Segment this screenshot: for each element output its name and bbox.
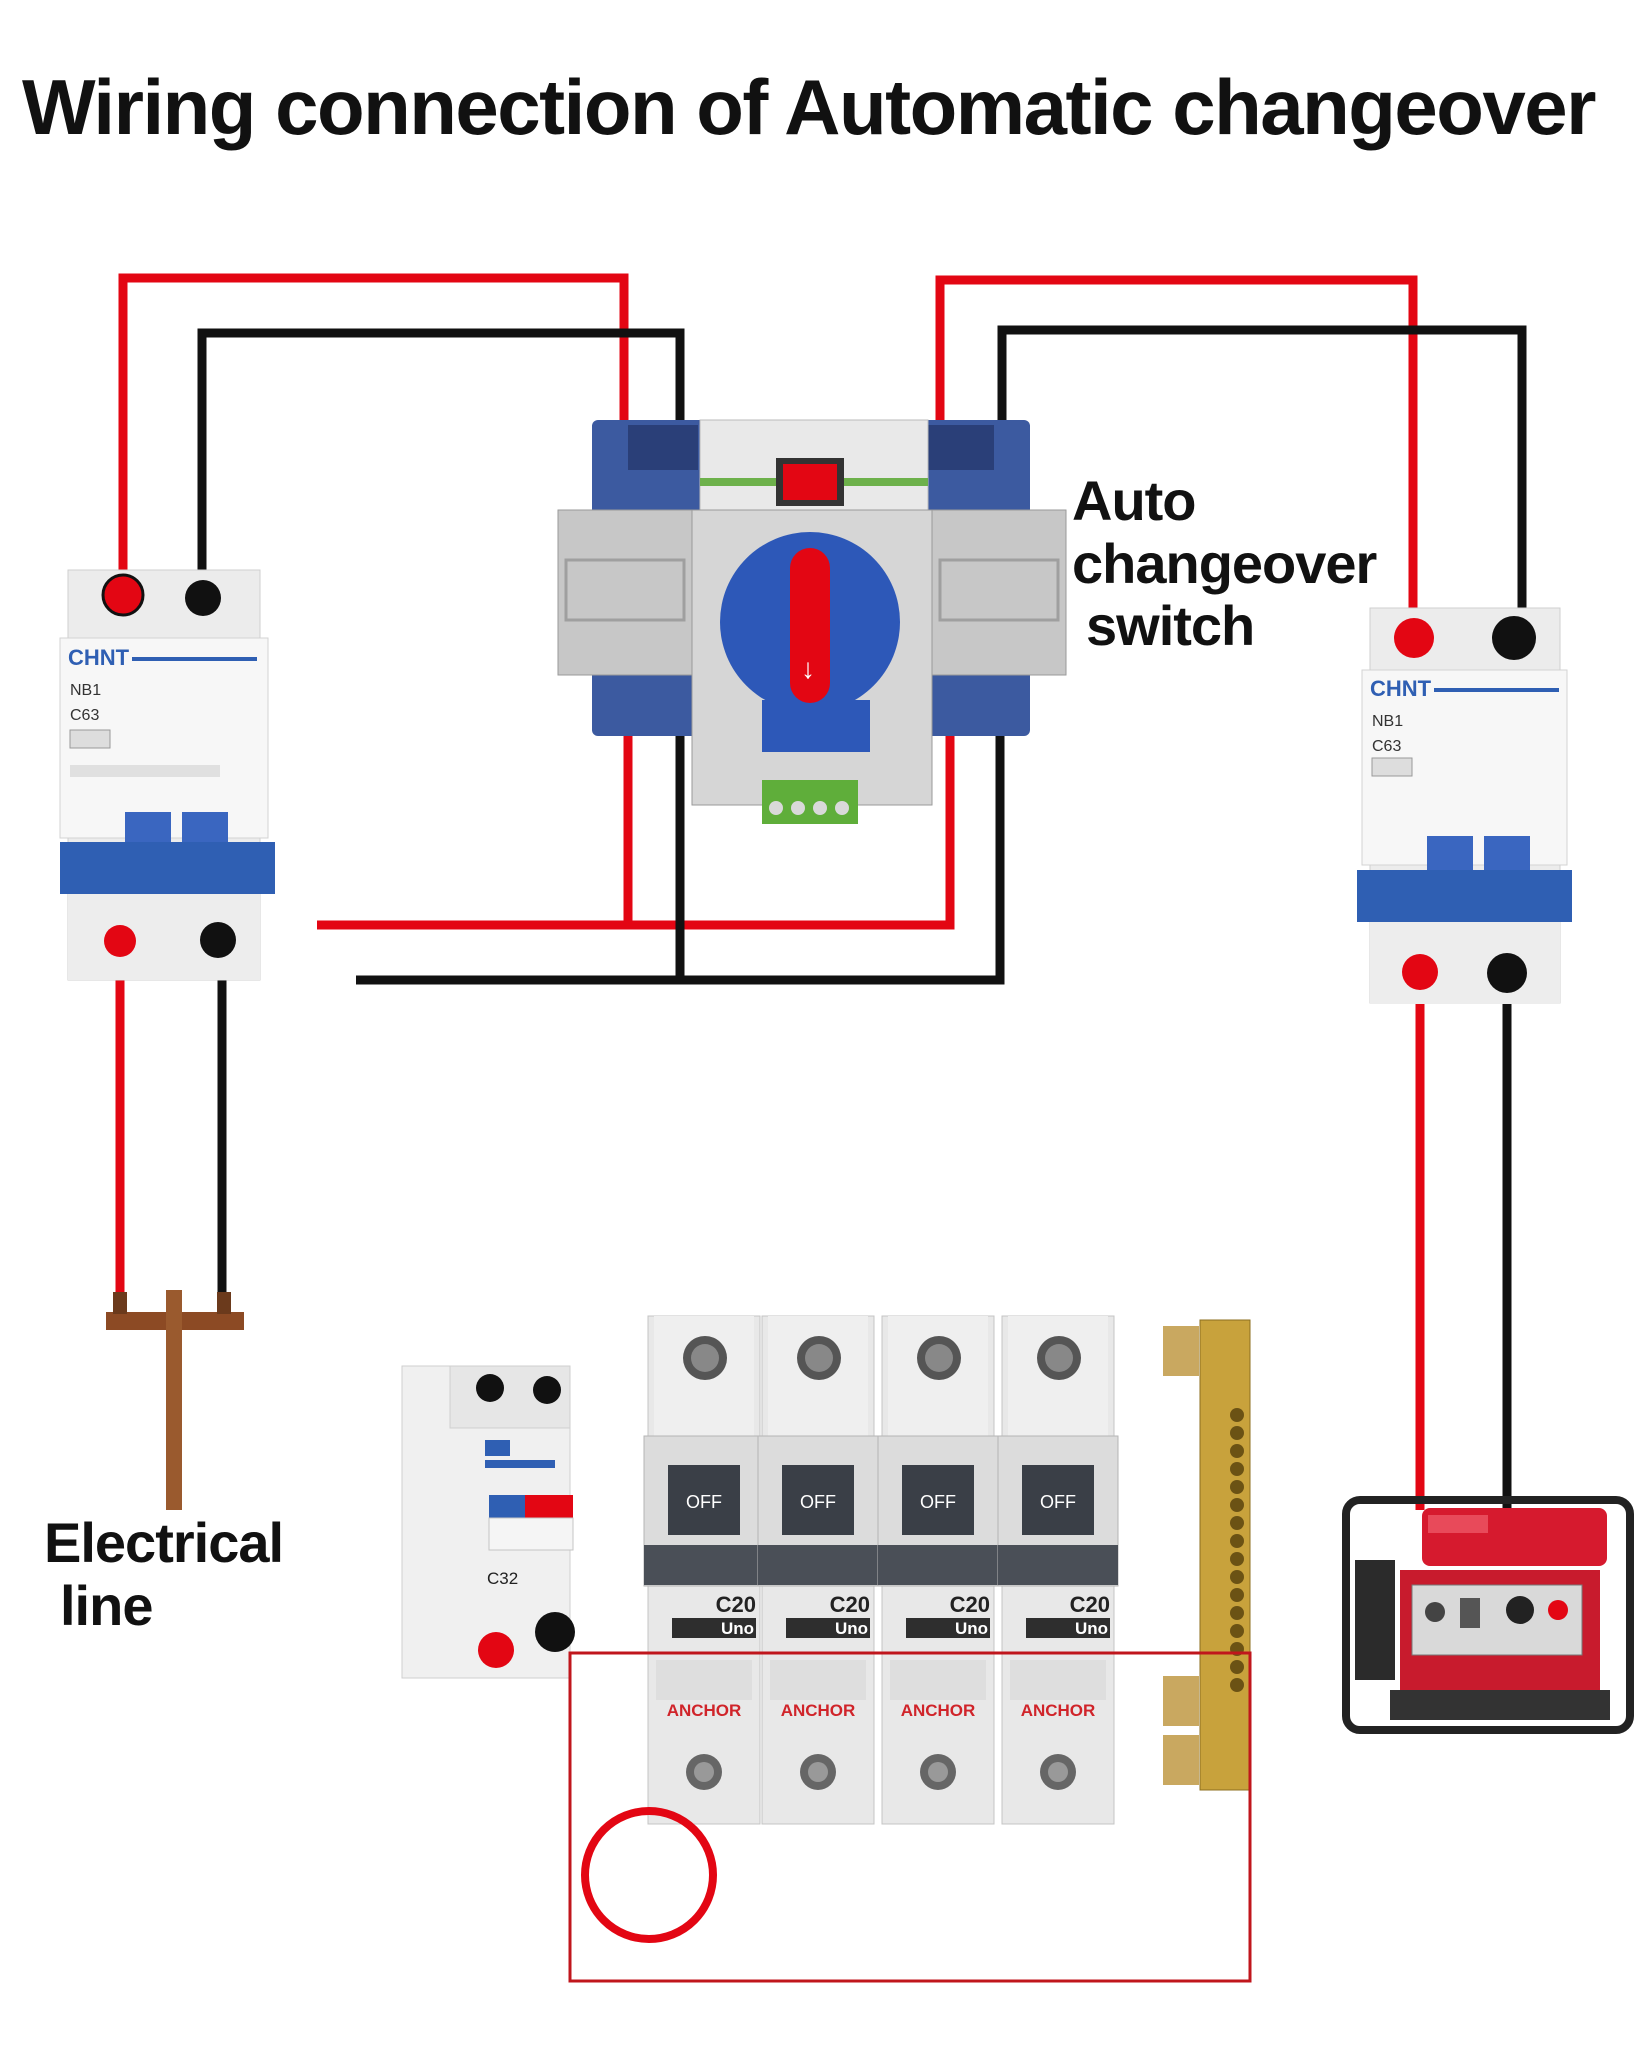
- auto-changeover-switch: ↓: [557, 419, 1067, 824]
- generator-breaker-brand: CHNT: [1370, 676, 1432, 701]
- breaker-toggle: [902, 1465, 974, 1535]
- ats-label: Auto changeover switch: [1072, 469, 1377, 658]
- pole-label: Electrical line: [44, 1511, 284, 1637]
- busbar-hole: [1230, 1462, 1244, 1476]
- ats-label-line3: switch: [1086, 594, 1255, 658]
- wires: [115, 273, 1527, 1510]
- breaker-series: Uno: [1075, 1619, 1108, 1638]
- generator-breaker-terminal-n-out: [1487, 953, 1527, 993]
- mains-breaker-toggle: [60, 842, 275, 894]
- generator-breaker-terminal-l-in: [1394, 618, 1434, 658]
- breaker-state-label: OFF: [686, 1492, 722, 1512]
- busbar-hole: [1230, 1570, 1244, 1584]
- breaker-state-label: OFF: [920, 1492, 956, 1512]
- mains-breaker: CHNT NB1 C63: [59, 569, 275, 981]
- generator-breaker-rating: C63: [1372, 738, 1401, 755]
- generator-breaker: CHNT NB1 C63: [1357, 607, 1572, 1004]
- busbar-hole: [1230, 1678, 1244, 1692]
- mains-breaker-terminal-l-out: [104, 925, 136, 957]
- main-breaker-terminal-l: [478, 1632, 514, 1668]
- busbar-hole: [1230, 1660, 1244, 1674]
- busbar-hole: [1230, 1426, 1244, 1440]
- live-wire-mains-to-ats: [118, 273, 629, 595]
- generator-breaker-terminal-n-in: [1492, 616, 1536, 660]
- busbar-hole: [1230, 1498, 1244, 1512]
- neutral-wire-ats-output: [675, 690, 1005, 985]
- breaker-state-label: OFF: [800, 1492, 836, 1512]
- pole-label-line2: line: [60, 1573, 153, 1637]
- busbar-hole: [1230, 1624, 1244, 1638]
- main-breaker: C32: [401, 1365, 575, 1679]
- busbar-hole: [1230, 1534, 1244, 1548]
- svg-text:↓: ↓: [801, 653, 815, 684]
- highlight-circle: [581, 1807, 717, 1943]
- generator-breaker-terminal-l-out: [1402, 954, 1438, 990]
- busbar-hole: [1230, 1552, 1244, 1566]
- mains-breaker-terminal-n-out: [200, 922, 236, 958]
- ats-label-line2: changeover: [1072, 531, 1377, 595]
- breaker-series: Uno: [955, 1619, 988, 1638]
- busbar-hole: [1230, 1408, 1244, 1422]
- generator-breaker-model: NB1: [1372, 713, 1403, 730]
- busbar-hole: [1230, 1516, 1244, 1530]
- ats-handle: [790, 548, 830, 703]
- breaker-rating: C20: [716, 1592, 756, 1617]
- breaker-toggle: [782, 1465, 854, 1535]
- breaker-toggle: [1022, 1465, 1094, 1535]
- busbar-hole: [1230, 1480, 1244, 1494]
- busbar-hole: [1230, 1588, 1244, 1602]
- mains-breaker-rating: C63: [70, 707, 99, 724]
- mains-breaker-terminal-n-in: [185, 580, 221, 616]
- breaker-state-label: OFF: [1040, 1492, 1076, 1512]
- breaker-brand: ANCHOR: [901, 1701, 976, 1720]
- breaker-brand: ANCHOR: [1021, 1701, 1096, 1720]
- generator: [1342, 1496, 1634, 1734]
- pole-label-line1: Electrical: [44, 1511, 284, 1574]
- mains-breaker-model: NB1: [70, 682, 101, 699]
- breaker-rating: C20: [830, 1592, 870, 1617]
- mains-breaker-brand: CHNT: [68, 645, 130, 670]
- breaker-rating: C20: [950, 1592, 990, 1617]
- main-breaker-rating: C32: [487, 1569, 518, 1588]
- utility-pole: [106, 1290, 244, 1510]
- generator-breaker-toggle: [1357, 870, 1572, 922]
- breaker-series: Uno: [721, 1619, 754, 1638]
- live-wire-ats-output: [623, 690, 955, 930]
- diagram-title: Wiring connection of Automatic changeove…: [22, 63, 1597, 151]
- live-wire-generator-to-ats: [935, 275, 1418, 640]
- busbar-hole: [1230, 1444, 1244, 1458]
- main-breaker-terminal-n: [535, 1612, 575, 1652]
- mains-breaker-terminal-l-in: [101, 573, 145, 617]
- highlight-box: [568, 1651, 1252, 1983]
- neutral-busbar: [1163, 1319, 1251, 1791]
- breaker-rating: C20: [1070, 1592, 1110, 1617]
- ats-mode-switch: [783, 464, 837, 500]
- breaker-series: Uno: [835, 1619, 868, 1638]
- ats-label-line1: Auto: [1072, 469, 1197, 532]
- breaker-toggle: [668, 1465, 740, 1535]
- busbar-hole: [1230, 1606, 1244, 1620]
- breaker-brand: ANCHOR: [667, 1701, 742, 1720]
- breaker-brand: ANCHOR: [781, 1701, 856, 1720]
